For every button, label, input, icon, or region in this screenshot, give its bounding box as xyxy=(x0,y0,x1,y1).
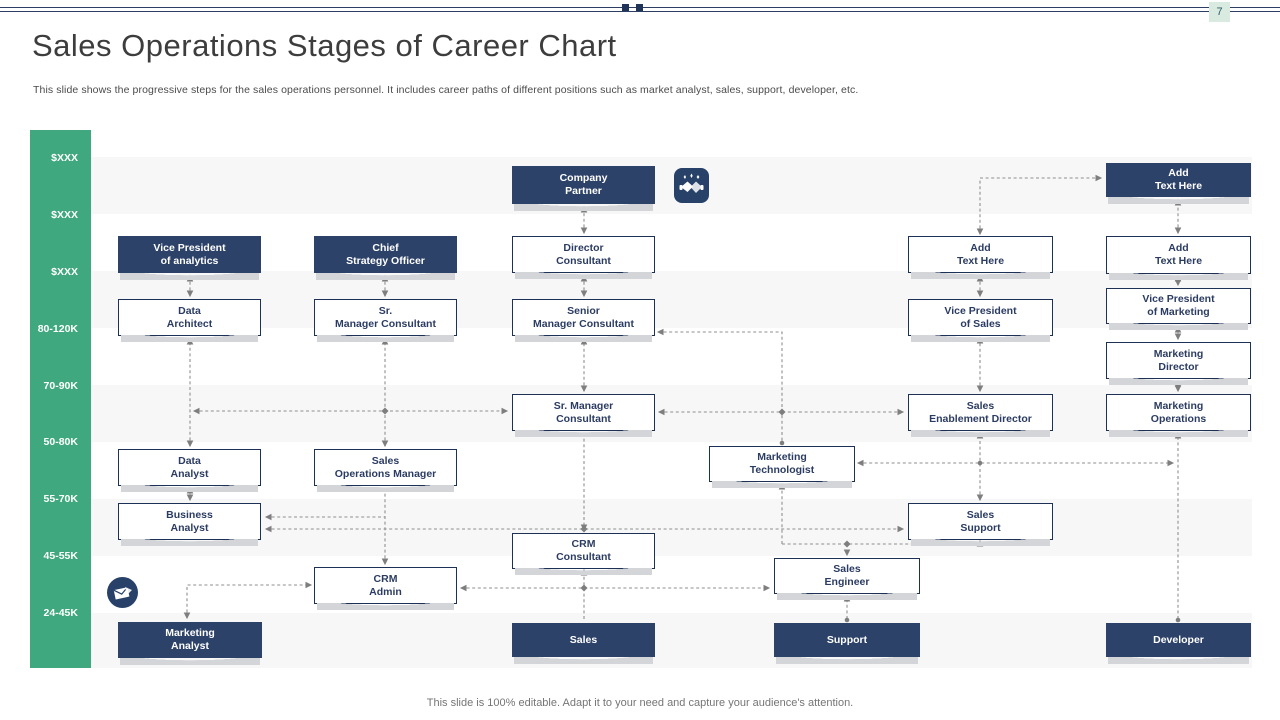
page-number: 7 xyxy=(1209,2,1230,22)
salary-label: 70-90K xyxy=(43,379,78,392)
salary-label: $XXX xyxy=(51,265,78,278)
salary-label: $XXX xyxy=(51,152,78,165)
node-support: Support xyxy=(774,623,920,664)
node-sr-manager-consultant-upper: Sr.Manager Consultant xyxy=(314,299,457,342)
footer-note: This slide is 100% editable. Adapt it to… xyxy=(426,697,854,709)
salary-label: $XXX xyxy=(51,209,78,222)
salary-label: 50-80K xyxy=(43,436,78,449)
top-square-decor xyxy=(636,4,643,11)
salary-label: 80-120K xyxy=(37,322,78,335)
mail-icon xyxy=(106,576,139,614)
top-rule-lower xyxy=(0,11,1280,12)
salary-scale-sidebar: $XXX $XXX $XXX 80-120K 70-90K 50-80K 55-… xyxy=(30,130,91,668)
salary-label: 24-45K xyxy=(43,606,78,619)
page-subtitle: This slide shows the progressive steps f… xyxy=(33,84,859,96)
page-title: Sales Operations Stages of Career Chart xyxy=(32,28,617,63)
node-developer: Developer xyxy=(1106,623,1251,664)
top-square-decor xyxy=(622,4,629,11)
salary-label: 45-55K xyxy=(43,549,78,562)
row-stripes xyxy=(91,157,1252,668)
node-sales: Sales xyxy=(512,623,655,664)
handshake-icon xyxy=(674,168,709,208)
salary-label: 55-70K xyxy=(43,493,78,506)
